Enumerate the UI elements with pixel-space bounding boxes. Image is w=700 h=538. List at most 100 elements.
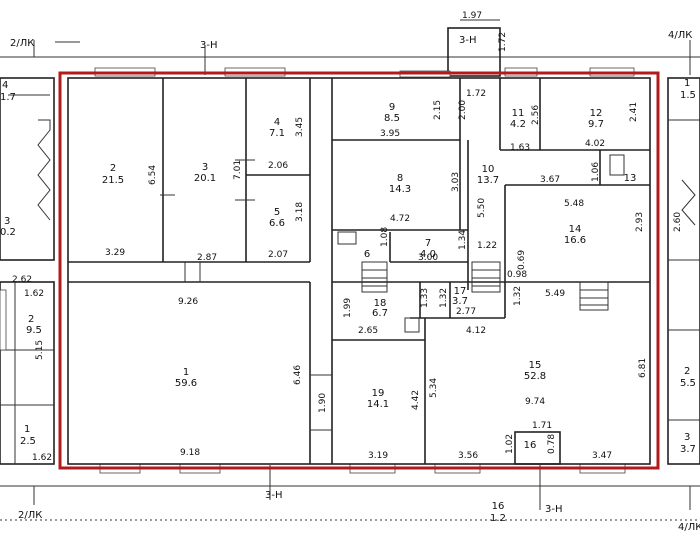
- neighbor-4-area: 1.7: [0, 92, 16, 103]
- mark-top-right: 4/ЛК: [668, 30, 692, 41]
- neighbor-1-id: 1: [24, 424, 30, 435]
- room-7-area: 4.0: [420, 249, 436, 260]
- room-1-id: 1: [183, 367, 189, 378]
- door-details: [160, 154, 625, 431]
- room-15-area: 52.8: [524, 371, 546, 382]
- dim-4-02: 4.02: [585, 139, 605, 149]
- room-8-id: 8: [397, 173, 403, 184]
- room-2-id: 2: [110, 163, 116, 174]
- dim-3-03: 3.03: [451, 172, 461, 192]
- dim-7-01: 7.01: [233, 160, 243, 180]
- room-12-id: 12: [590, 108, 603, 119]
- room-3-area: 20.1: [194, 173, 216, 184]
- dim-2-65: 2.65: [358, 326, 378, 336]
- neighbor-r2-area: 5.5: [680, 378, 696, 389]
- dim-0-98: 0.98: [507, 270, 527, 280]
- mark-bottom-right-center: 3-Н: [545, 504, 563, 515]
- dim-1-32-b: 1.32: [513, 286, 523, 306]
- dim-right-2-60: 2.60: [673, 212, 683, 232]
- mark-top-left: 2/ЛК: [10, 38, 34, 49]
- dim-2-07: 2.07: [268, 250, 288, 260]
- room-7-id: 7: [425, 238, 431, 249]
- room-3-id: 3: [202, 162, 208, 173]
- dim-1-72: 1.72: [466, 89, 486, 99]
- dim-5-50: 5.50: [477, 198, 487, 218]
- dim-left-2-62: 2.62: [12, 275, 32, 285]
- room-18-id: 18: [374, 298, 387, 309]
- dim-left-1-62-a: 1.62: [24, 289, 44, 299]
- axis-lines: [0, 19, 700, 521]
- neighbor-3-area: 0.2: [0, 227, 16, 238]
- neighbor-left: [0, 77, 55, 465]
- room-19-id: 19: [372, 388, 385, 399]
- room-13-id: 13: [624, 173, 637, 184]
- room-19-area: 14.1: [367, 399, 389, 410]
- room-16b-id: 16: [492, 501, 505, 512]
- dim-6-81: 6.81: [638, 358, 648, 378]
- dim-4-72: 4.72: [390, 214, 410, 224]
- mark-bottom-left: 2/ЛК: [18, 510, 42, 521]
- dim-4-12: 4.12: [466, 326, 486, 336]
- dim-3-45: 3.45: [295, 117, 305, 137]
- dim-6-46: 6.46: [293, 365, 303, 385]
- room-9-area: 8.5: [384, 113, 400, 124]
- dim-1-22: 1.22: [477, 241, 497, 251]
- room-6-id: 6: [364, 249, 370, 260]
- dim-4-42: 4.42: [411, 390, 421, 410]
- dim-5-49: 5.49: [545, 289, 565, 299]
- dim-3-95: 3.95: [380, 129, 400, 139]
- dim-6-54: 6.54: [148, 165, 158, 185]
- dim-2-00: 2.00: [458, 100, 468, 120]
- room-5-area: 6.6: [269, 218, 285, 229]
- mark-top-center-left: 3-Н: [200, 40, 218, 51]
- room-10-id: 10: [482, 164, 495, 175]
- room-17-area: 3.7: [452, 296, 468, 307]
- room-15-id: 15: [529, 360, 542, 371]
- room-2-area: 21.5: [102, 175, 124, 186]
- dim-9-18: 9.18: [180, 448, 200, 458]
- dim-1-34: 1.34: [458, 230, 468, 250]
- neighbor-r2-id: 2: [684, 366, 690, 377]
- dim-2-77: 2.77: [456, 307, 476, 317]
- neighbor-r1-id: 1: [684, 78, 690, 89]
- room-16b-area: 1.2: [490, 513, 506, 524]
- dim-1-72-top: 1.72: [498, 32, 508, 52]
- mark-bottom-right: 4/ЛК: [678, 522, 700, 533]
- stairs: [361, 261, 609, 311]
- room-labels: 1 59.6 2 21.5 3 20.1 4 7.1 5 6.6 6 7 4.0…: [102, 102, 637, 524]
- room-11-id: 11: [512, 108, 525, 119]
- room-1-area: 59.6: [175, 378, 197, 389]
- room-5-id: 5: [274, 207, 280, 218]
- dimension-labels: 1.97 1.72 1.72 6.54 7.01 3.45 2.06 3.18 …: [12, 11, 683, 463]
- room-12-area: 9.7: [588, 119, 604, 130]
- room-8-area: 14.3: [389, 184, 411, 195]
- mark-top-center-right: 3-Н: [459, 35, 477, 46]
- dim-2-93: 2.93: [635, 212, 645, 232]
- dim-2-06: 2.06: [268, 161, 288, 171]
- room-18-area: 6.7: [372, 308, 388, 319]
- room-16-id: 16: [524, 440, 537, 451]
- dim-1-90: 1.90: [318, 393, 328, 413]
- mark-bottom-center: 3-Н: [265, 490, 283, 501]
- dim-3-56: 3.56: [458, 451, 478, 461]
- top-projection: [94, 27, 635, 78]
- unit-boundary: [58, 71, 660, 470]
- neighbor-2-id: 2: [28, 314, 34, 325]
- room-17-id: 17: [454, 286, 467, 297]
- dim-left-5-15: 5.15: [35, 340, 45, 360]
- dim-1-71: 1.71: [532, 421, 552, 431]
- dim-1-99: 1.99: [343, 298, 353, 318]
- dim-2-15: 2.15: [433, 100, 443, 120]
- room-10-area: 13.7: [477, 175, 499, 186]
- room-14-area: 16.6: [564, 235, 586, 246]
- dim-3-18: 3.18: [295, 202, 305, 222]
- dim-2-41: 2.41: [629, 102, 639, 122]
- neighbor-r3-area: 3.7: [680, 444, 696, 455]
- axis-marks: 2/ЛК 3-Н 3-Н 4/ЛК 2/ЛК 3-Н 3-Н 4/ЛК: [10, 30, 700, 533]
- room-11-area: 4.2: [510, 119, 526, 130]
- neighbor-4-id: 4: [2, 80, 8, 91]
- room-4-area: 7.1: [269, 128, 285, 139]
- dim-2-56: 2.56: [531, 105, 541, 125]
- dim-3-67: 3.67: [540, 175, 560, 185]
